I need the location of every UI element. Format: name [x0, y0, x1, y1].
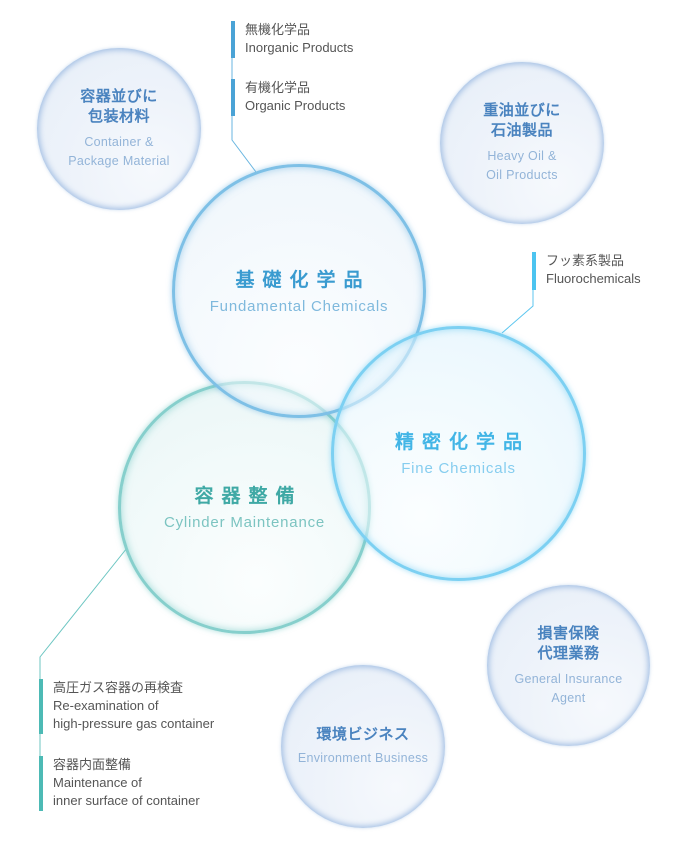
circle-heavy-oil-jp-2: 石油製品 — [490, 122, 553, 139]
circle-environment[interactable]: 環境ビジネス Environment Business — [281, 665, 445, 828]
label-inorganic-products[interactable]: 無機化学品 Inorganic Products — [231, 21, 353, 58]
circle-insurance-en-1: General Insurance — [514, 671, 623, 686]
circle-heavy-oil-en-1: Heavy Oil & — [487, 149, 557, 163]
label-bar — [39, 756, 43, 811]
circle-container-en-1: Container & — [84, 135, 154, 149]
circle-insurance[interactable]: 損害保険 代理業務 General Insurance Agent — [487, 585, 650, 746]
circle-fine-jp: 精密化学品 — [394, 432, 530, 453]
circle-cylinder-en: Cylinder Maintenance — [163, 514, 326, 531]
circle-fine-en: Fine Chemicals — [401, 460, 516, 477]
label-organic-jp: 有機化学品 — [245, 80, 311, 95]
label-organic-products[interactable]: 有機化学品 Organic Products — [231, 79, 345, 116]
label-bar — [39, 679, 43, 734]
circle-container-jp-2: 包装材料 — [87, 108, 150, 125]
circle-heavy-oil-en-2: Oil Products — [486, 168, 558, 182]
label-reexam-jp: 高圧ガス容器の再検査 — [53, 680, 184, 695]
label-bar — [231, 79, 235, 116]
circle-container-package[interactable]: 容器並びに 包装材料 Container & Package Material — [37, 48, 201, 210]
circle-heavy-oil-en: Heavy Oil & Oil Products — [486, 147, 558, 185]
label-fluorochemicals[interactable]: フッ素系製品 Fluorochemicals — [532, 252, 641, 290]
label-fluoro-jp: フッ素系製品 — [546, 253, 625, 268]
circle-insurance-en: General Insurance Agent — [515, 670, 623, 708]
circle-heavy-oil[interactable]: 重油並びに 石油製品 Heavy Oil & Oil Products — [440, 62, 604, 224]
label-inner-en-1: Maintenance of — [53, 775, 142, 790]
circle-environment-en: Environment Business — [297, 751, 429, 765]
circle-heavy-oil-jp-1: 重油並びに — [483, 102, 561, 119]
circle-insurance-jp-2: 代理業務 — [537, 644, 600, 662]
label-bar — [231, 21, 235, 58]
circle-insurance-en-2: Agent — [551, 690, 586, 705]
label-reexamination[interactable]: 高圧ガス容器の再検査 Re-examination of high-pressu… — [39, 679, 214, 734]
label-reexam-en-2: high-pressure gas container — [53, 716, 215, 731]
circle-fundamental-jp: 基礎化学品 — [235, 269, 371, 291]
label-inner-surface[interactable]: 容器内面整備 Maintenance of inner surface of c… — [39, 756, 200, 811]
label-organic-en: Organic Products — [245, 98, 346, 113]
circle-cylinder-maintenance[interactable]: 容器整備 Cylinder Maintenance — [118, 381, 371, 634]
circle-fundamental-chemicals[interactable]: 基礎化学品 Fundamental Chemicals — [172, 164, 426, 418]
label-inner-en-2: inner surface of container — [53, 793, 200, 808]
circle-fundamental-en: Fundamental Chemicals — [209, 297, 389, 315]
circle-container-jp-1: 容器並びに — [80, 88, 158, 105]
circle-container-en: Container & Package Material — [68, 133, 169, 171]
label-inorganic-en: Inorganic Products — [245, 40, 354, 55]
circle-cylinder-jp: 容器整備 — [194, 486, 303, 507]
label-reexam-en-1: Re-examination of — [53, 698, 159, 713]
circle-fine-chemicals[interactable]: 精密化学品 Fine Chemicals — [331, 326, 586, 581]
circle-container-en-2: Package Material — [68, 154, 170, 168]
circle-insurance-jp-1: 損害保険 — [537, 624, 600, 642]
label-fluoro-en: Fluorochemicals — [546, 271, 641, 286]
label-bar — [532, 252, 536, 290]
label-inorganic-jp: 無機化学品 — [245, 22, 311, 37]
label-inner-jp: 容器内面整備 — [53, 757, 132, 772]
circle-environment-jp: 環境ビジネス — [316, 726, 410, 743]
